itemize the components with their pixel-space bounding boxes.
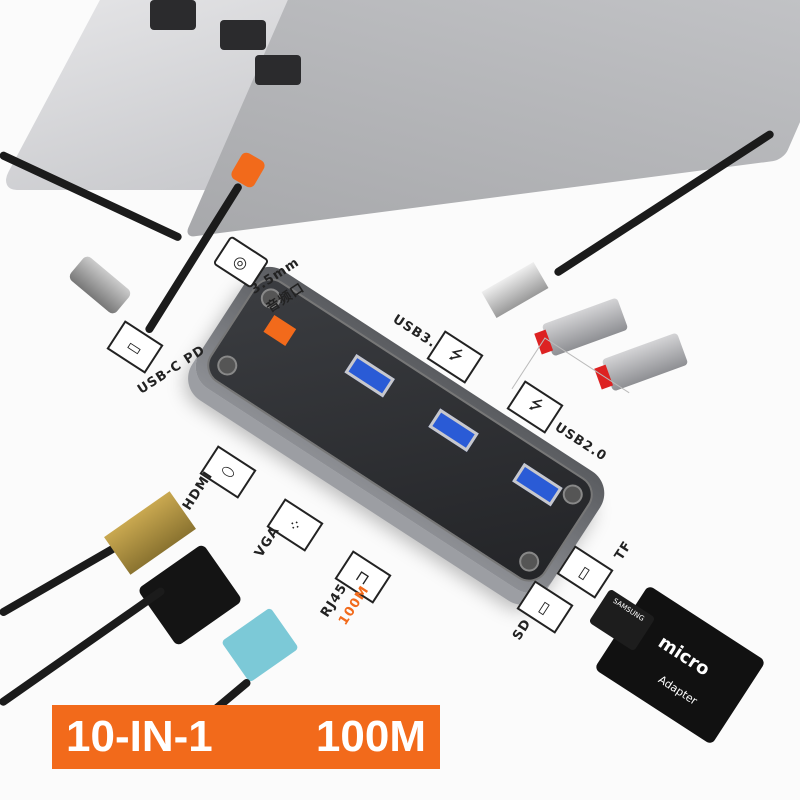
usb3-port — [428, 408, 479, 452]
product-banner: 10-IN-1 100M — [52, 705, 440, 769]
screw — [558, 480, 587, 509]
audio-jack-component — [263, 315, 297, 346]
card-adapter-text: Adapter — [655, 672, 700, 708]
vga-label: VGA — [252, 523, 283, 561]
keyboard-key — [220, 20, 266, 50]
usb3-port — [512, 462, 563, 507]
usb-c-port-icon: ▭ — [106, 320, 164, 374]
banner-ports-count: 10-IN-1 — [66, 712, 213, 761]
usb-hub — [185, 256, 615, 604]
laptop-lid — [183, 0, 800, 238]
usb3-port — [344, 353, 395, 398]
usb-a-plug — [481, 262, 549, 318]
sd-label: SD — [510, 616, 535, 644]
screw — [515, 547, 544, 576]
keyboard-key — [150, 0, 196, 30]
banner-speed: 100M — [315, 712, 426, 761]
usbc-plug — [67, 254, 133, 316]
hdmi-label: HDMI — [180, 468, 217, 514]
screw — [213, 351, 242, 380]
tf-label: TF — [612, 538, 636, 564]
rj45-plug — [221, 607, 299, 683]
keyboard-key — [255, 55, 301, 85]
